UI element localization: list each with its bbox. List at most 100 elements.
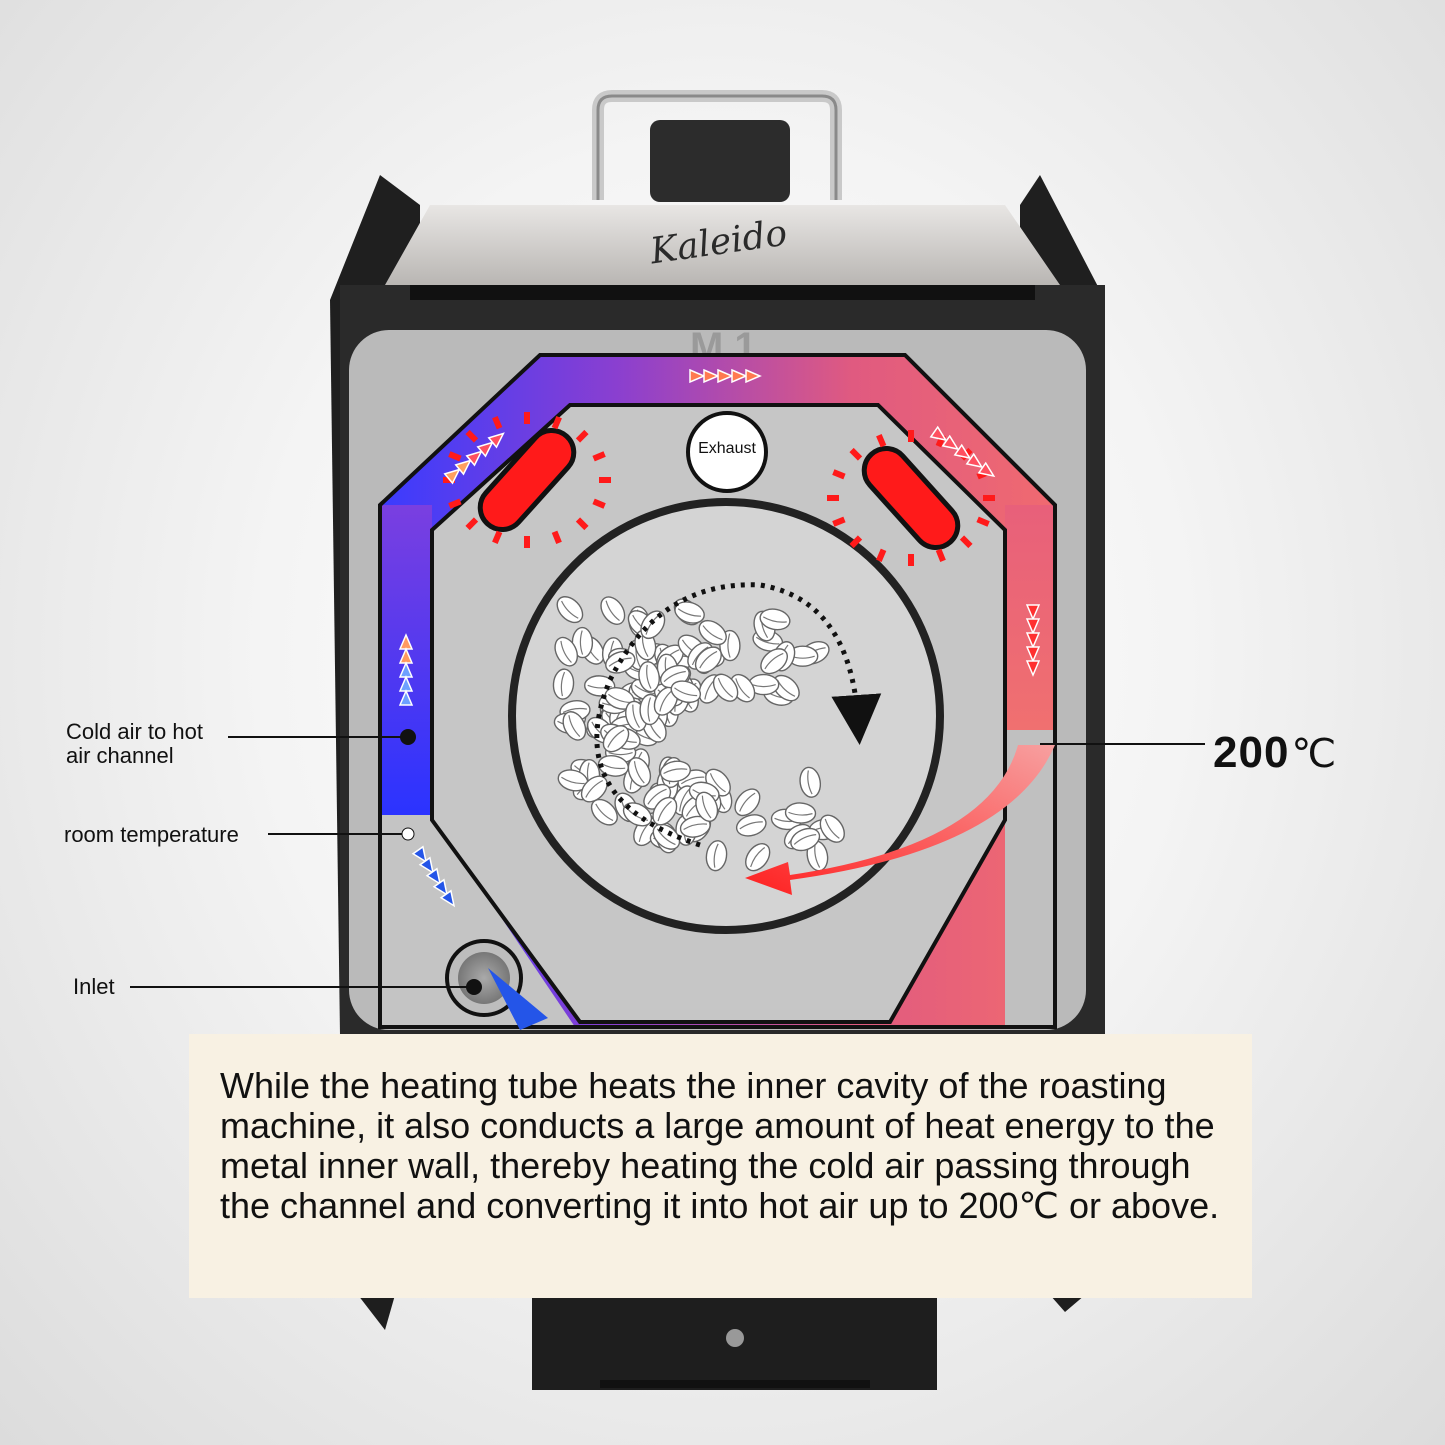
flow-arrow (965, 452, 984, 469)
heat-ray (592, 451, 606, 462)
flow-arrow (465, 450, 483, 467)
heat-ray (832, 469, 846, 480)
callout-cold-air-channel: Cold air to hot air channel (66, 720, 203, 768)
flow-arrow (1025, 646, 1041, 663)
callout-inlet: Inlet (73, 974, 115, 999)
heat-ray (935, 548, 946, 562)
coffee-bean (772, 674, 800, 702)
flow-arrow (439, 889, 456, 908)
carry-handle (592, 90, 842, 202)
info-box: While the heating tube heats the inner c… (189, 1034, 1252, 1298)
heat-ray (465, 429, 479, 443)
callout-dot-channel (400, 729, 416, 745)
coffee-beans (552, 596, 845, 872)
flow-arrow (1025, 604, 1041, 621)
coffee-bean (712, 673, 739, 702)
coffee-bean (760, 648, 788, 675)
coffee-bean (590, 798, 618, 826)
coffee-bean (748, 673, 780, 696)
flow-arrow (454, 459, 472, 476)
heat-ray (849, 535, 863, 549)
coffee-bean (627, 757, 652, 788)
flow-arrow (432, 878, 449, 897)
coffee-bean (638, 661, 660, 693)
flow-arrows (398, 368, 1041, 908)
coffee-bean (556, 596, 584, 624)
heat-ray (524, 536, 530, 548)
temperature-value: 200 (1213, 728, 1290, 777)
flow-arrow (425, 867, 442, 886)
exhaust-label: Exhaust (698, 440, 756, 457)
coffee-bean (799, 766, 822, 798)
coffee-bean (552, 668, 575, 700)
heat-ray (448, 451, 462, 462)
flow-arrow (717, 368, 734, 384)
flow-arrow (703, 368, 720, 384)
coffee-bean (735, 814, 767, 837)
coffee-bean (677, 634, 706, 661)
coffee-bean (659, 760, 691, 783)
roasting-drum (508, 498, 944, 934)
flow-arrow (929, 425, 948, 442)
coffee-bean (652, 796, 678, 826)
heat-ray (465, 517, 479, 531)
flow-arrow (476, 441, 494, 458)
temperature-unit: ℃ (1291, 732, 1338, 776)
heat-ray (983, 495, 995, 501)
heat-ray (492, 416, 503, 430)
coffee-bean (694, 646, 722, 674)
heat-ray (599, 477, 611, 483)
coffee-bean (695, 791, 719, 822)
coffee-bean (562, 711, 587, 741)
callout-lines (130, 736, 1205, 988)
flow-arrow (745, 368, 762, 384)
callout-cold-air-line2: air channel (66, 743, 174, 768)
coffee-bean (745, 843, 771, 872)
flow-arrow (1025, 660, 1041, 677)
heat-ray (832, 516, 846, 527)
flow-arrow (689, 368, 706, 384)
coffee-bean (790, 827, 821, 852)
flow-arrow (1025, 618, 1041, 635)
coffee-bean (698, 619, 727, 646)
callout-cold-air-line1: Cold air to hot (66, 719, 203, 744)
heat-ray (592, 498, 606, 509)
flow-arrow (941, 434, 960, 451)
coffee-bean (674, 601, 705, 624)
heat-ray (876, 434, 887, 448)
temperature-callout: 200℃ (1213, 728, 1337, 778)
heat-ray (908, 554, 914, 566)
coffee-bean (784, 802, 817, 824)
coffee-bean (602, 725, 630, 753)
exhaust-port (686, 411, 768, 493)
coffee-bean (759, 608, 791, 631)
callout-room-temperature: room temperature (64, 822, 239, 847)
heat-ray (551, 416, 562, 430)
heat-ray (976, 516, 990, 527)
coffee-bean (705, 840, 728, 872)
flow-arrow (977, 461, 996, 478)
heat-ray (448, 498, 462, 509)
coffee-bean (670, 680, 702, 704)
flow-arrow (487, 432, 505, 449)
hot-air-arrow (745, 745, 1055, 895)
coffee-bean (819, 814, 845, 843)
heat-ray (551, 530, 562, 544)
heat-ray (575, 517, 589, 531)
heat-ray (876, 548, 887, 562)
flow-arrow (953, 443, 972, 460)
heat-ray (827, 495, 839, 501)
coffee-bean (679, 815, 711, 838)
callout-dot-room-temp (401, 827, 415, 841)
flow-arrow (398, 689, 414, 706)
coffee-bean (554, 636, 579, 667)
heat-ray (849, 447, 863, 461)
coffee-bean (557, 769, 589, 792)
heating-tube-left (443, 412, 611, 548)
inlet-port (445, 939, 548, 1030)
heat-ray (524, 412, 530, 424)
info-text: While the heating tube heats the inner c… (220, 1065, 1220, 1226)
callout-dot-inlet (466, 979, 482, 995)
coffee-bean (653, 686, 679, 716)
